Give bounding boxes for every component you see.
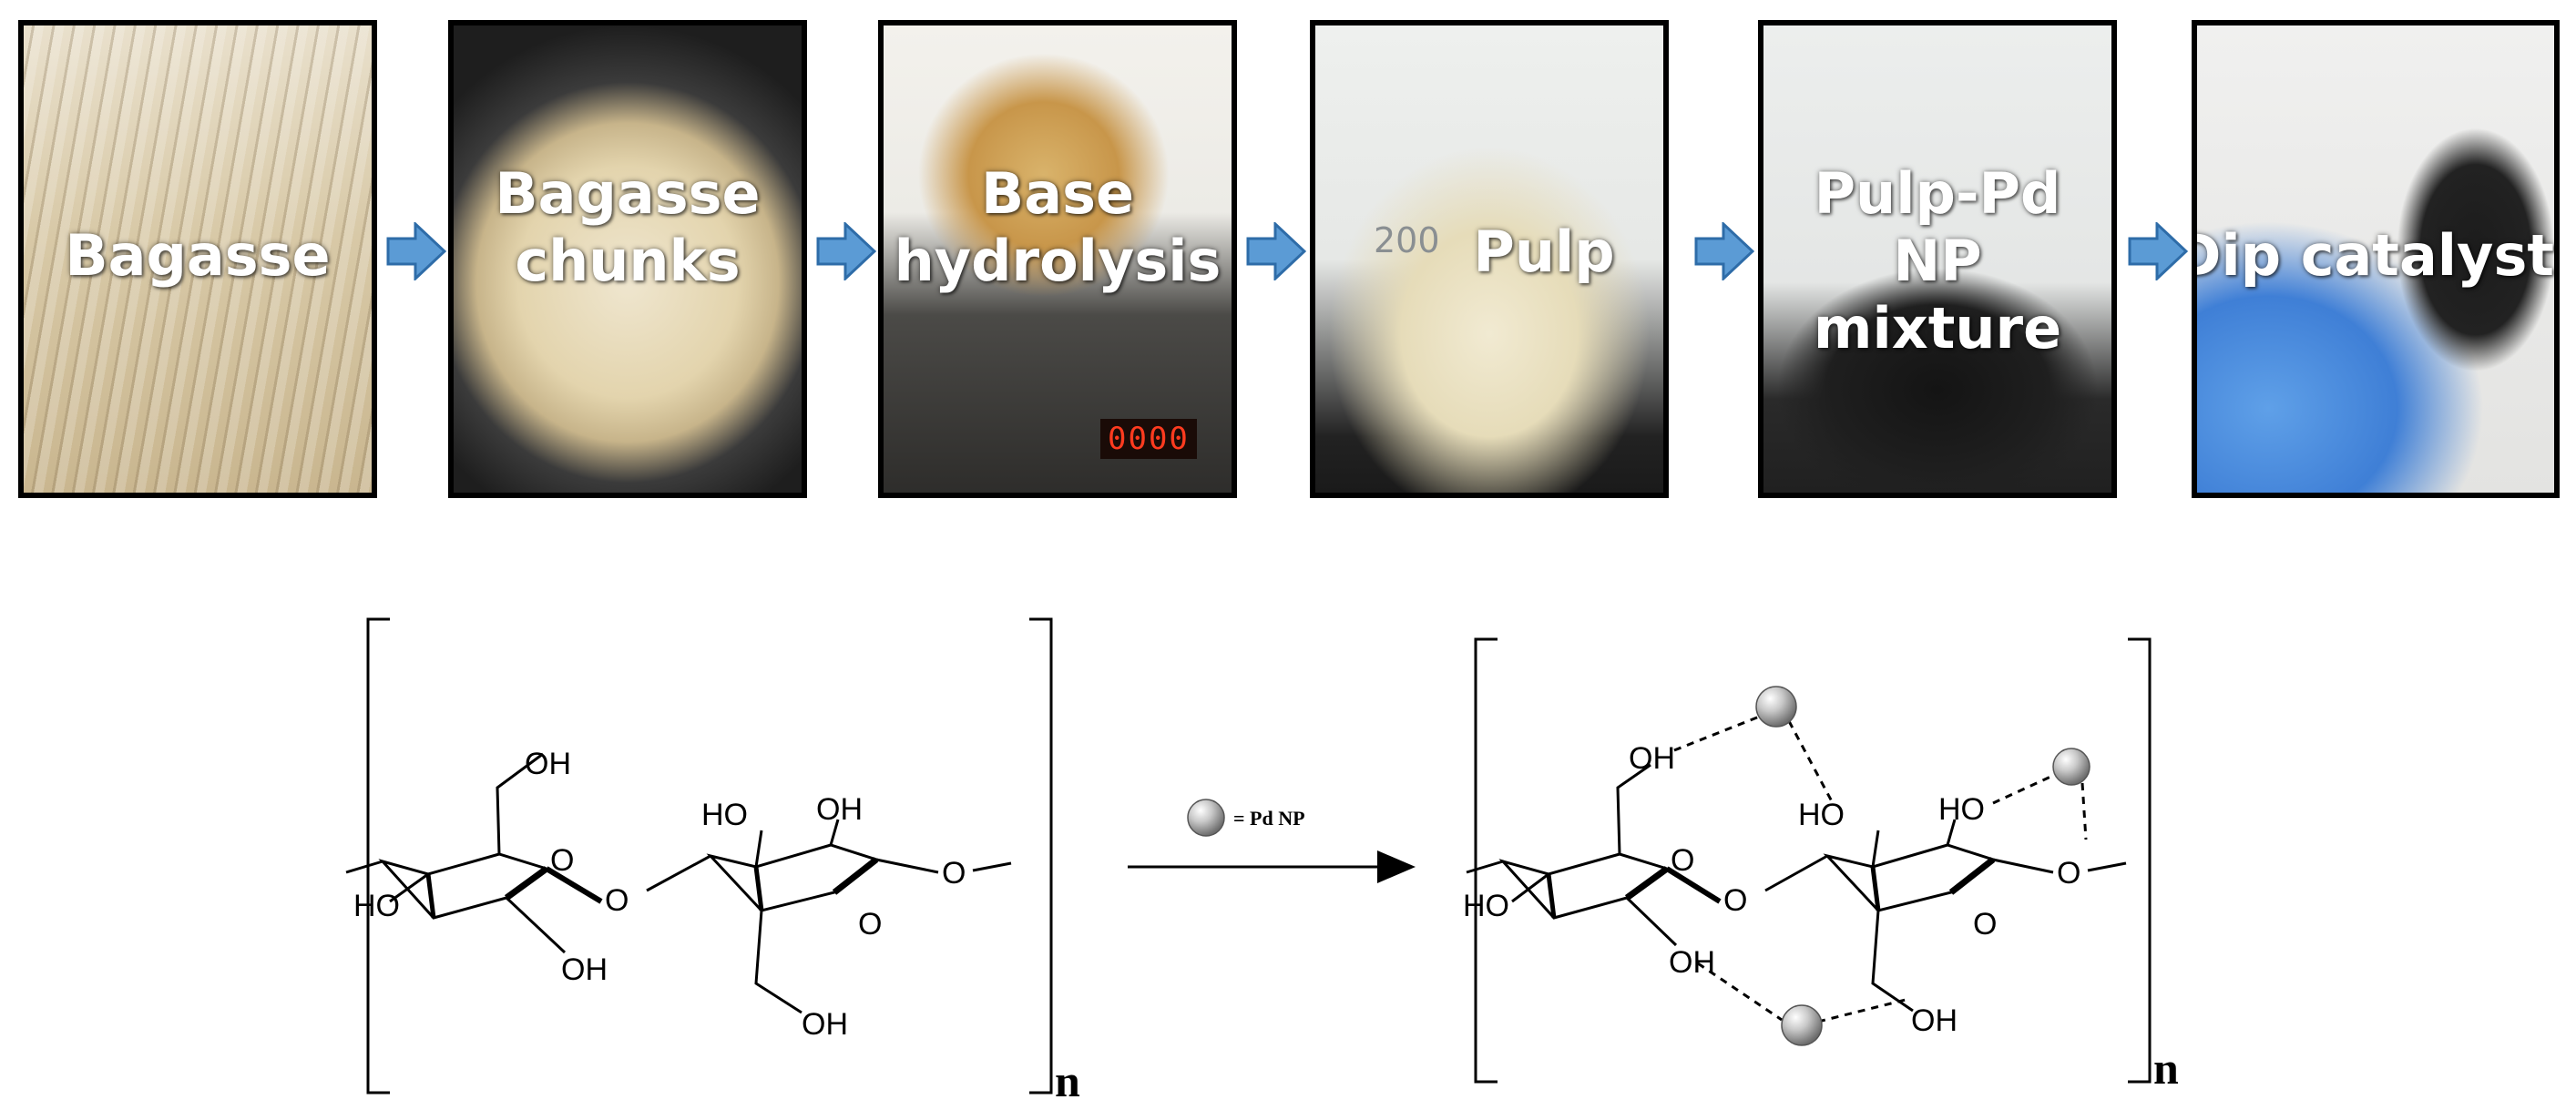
hot-plate-display: 0000 — [1100, 419, 1197, 459]
atom-oh: OH — [561, 952, 608, 987]
repeat-subscript: n — [1055, 1055, 1080, 1106]
panel-pulp-pd-np-mixture: Pulp-Pd NP mixture — [1758, 20, 2117, 498]
atom-oh: OH — [802, 1007, 848, 1042]
bagasse-photo — [24, 25, 372, 493]
panel-bagasse: Bagasse — [18, 20, 377, 498]
right-arrow-icon — [816, 220, 877, 282]
panel-dip-catalyst: Dip catalyst — [2192, 20, 2560, 498]
right-atom-labels: OH O HO OH O HO HO O O OH n — [1463, 741, 2179, 1094]
atom-o-chain: O — [2057, 856, 2080, 891]
process-photo-strip: Bagasse Bagasse chunks Base hydrolysis 0… — [0, 0, 2576, 510]
beaker-mark: 200 — [1374, 220, 1440, 260]
atom-o-glycosidic: O — [605, 883, 629, 918]
atom-ho: HO — [701, 798, 748, 832]
mixture-beaker-photo — [1763, 25, 2111, 493]
atom-ho: HO — [1463, 889, 1509, 923]
panel-pulp: 200 Pulp — [1310, 20, 1669, 498]
atom-o-chain: O — [942, 856, 966, 891]
right-arrow-icon — [1246, 220, 1307, 282]
pd-np-legend-text: = Pd NP — [1233, 807, 1305, 830]
right-bracket-open — [1474, 637, 1498, 1084]
pd-np-sphere — [1755, 686, 1797, 728]
cellulose-pd-scheme: OH O HO OH O HO OH O O OH n = Pd NP — [0, 510, 2576, 1120]
pd-nanoparticles — [1755, 686, 2090, 1046]
right-arrow-icon — [1694, 220, 1755, 282]
left-atom-labels: OH O HO OH O HO OH O O OH n — [353, 747, 1080, 1106]
atom-ho: HO — [1938, 792, 1985, 827]
atom-oh: OH — [1911, 1003, 1958, 1038]
left-bracket-close — [1029, 617, 1053, 1095]
reaction-arrow: = Pd NP — [1128, 799, 1416, 883]
left-bracket-open — [366, 617, 390, 1095]
cellulose-repeat-unit — [345, 617, 1053, 1095]
dip-catalyst-photo — [2197, 25, 2554, 493]
atom-o-glycosidic: O — [1723, 883, 1747, 918]
right-bracket-close — [2128, 637, 2152, 1084]
repeat-subscript: n — [2153, 1043, 2179, 1094]
hot-plate-photo — [884, 25, 1232, 493]
right-arrow-icon — [386, 220, 447, 282]
step-label: Base hydrolysis — [894, 160, 1222, 294]
atom-oh: OH — [1669, 945, 1715, 980]
atom-o-ring: O — [1973, 907, 1997, 942]
atom-ho: HO — [353, 889, 400, 923]
step-label: Dip catalyst — [2192, 222, 2554, 289]
pd-np-sphere — [1781, 1004, 1823, 1046]
pd-np-legend-sphere — [1187, 799, 1225, 837]
atom-oh: OH — [1629, 741, 1675, 776]
bagasse-chunks-photo — [454, 25, 802, 493]
right-arrow-icon — [2128, 220, 2189, 282]
step-label: Bagasse — [65, 222, 331, 289]
atom-ho: HO — [1798, 798, 1845, 832]
panel-bagasse-chunks: Bagasse chunks — [448, 20, 807, 498]
step-label: Bagasse chunks — [495, 160, 761, 294]
step-label: Pulp — [1473, 219, 1615, 285]
atom-oh: OH — [525, 747, 571, 781]
pulp-beaker-photo — [1315, 25, 1663, 493]
atom-oh: OH — [816, 792, 863, 827]
atom-o-ring: O — [1671, 843, 1694, 878]
scheme-svg: OH O HO OH O HO OH O O OH n = Pd NP — [345, 617, 2179, 1106]
step-label: Pulp-Pd NP mixture — [1813, 160, 2062, 361]
atom-o-ring: O — [550, 843, 574, 878]
panel-base-hydrolysis: Base hydrolysis 0000 — [878, 20, 1237, 498]
pd-loaded-repeat-unit — [1466, 637, 2152, 1084]
pd-np-sphere — [2052, 748, 2090, 786]
atom-o-ring: O — [858, 907, 882, 942]
